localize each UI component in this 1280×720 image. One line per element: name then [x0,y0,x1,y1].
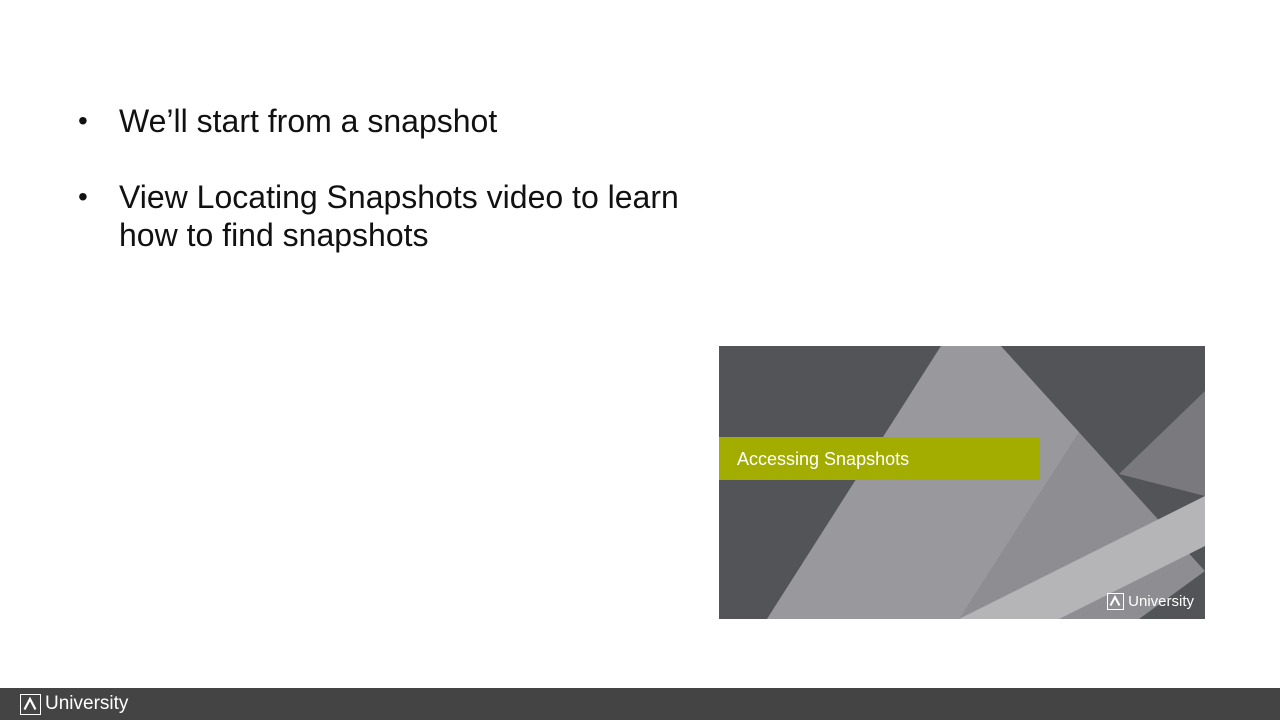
bullet-text: View Locating Snapshots video to learn h… [119,179,679,253]
bullet-symbol: • [78,181,88,212]
a-logo-icon [20,693,41,715]
bullet-text: We’ll start from a snapshot [119,103,498,139]
bullet-symbol: • [78,105,88,136]
thumbnail-banner: Accessing Snapshots [719,437,1040,480]
thumbnail-title: Accessing Snapshots [737,449,910,469]
a-logo-icon [1107,593,1125,610]
thumbnail-logo-text: University [1128,593,1194,610]
video-thumbnail[interactable]: Accessing Snapshots University [719,346,1205,619]
bullet-item: • We’ll start from a snapshot [78,102,718,140]
thumbnail-background [719,346,1205,619]
thumbnail-logo: University [1107,593,1194,610]
footer-bar: University [0,688,1280,720]
footer-logo-text: University [45,693,129,714]
bullet-item: • View Locating Snapshots video to learn… [78,178,718,254]
bullet-list: • We’ll start from a snapshot • View Loc… [78,102,718,292]
footer-logo: University [20,693,128,715]
